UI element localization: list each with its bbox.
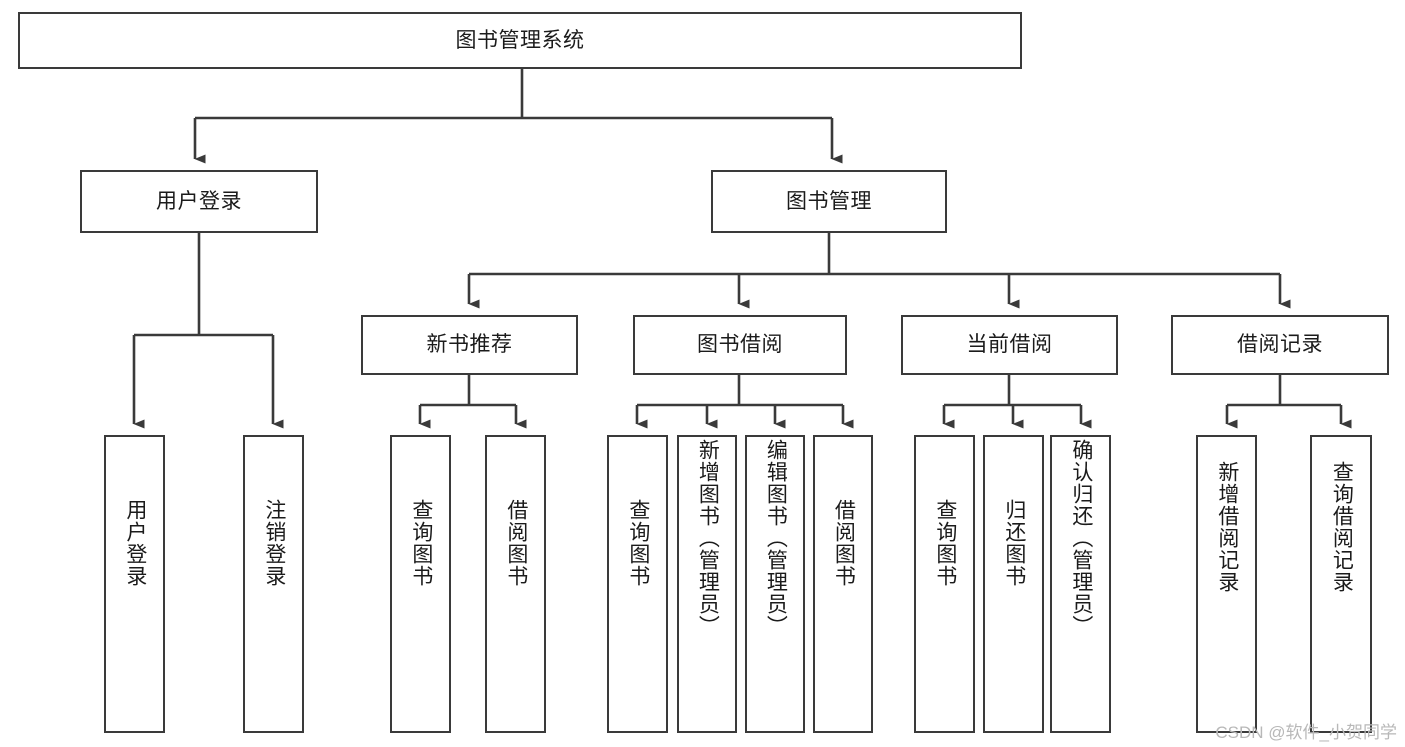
node-label: 新增借阅记录 [1215,461,1239,593]
node-label: 图书管理系统 [455,28,585,52]
leaf-current-borrow-2[interactable]: 归还图书 [983,435,1044,733]
node-label: 图书借阅 [697,333,783,357]
leaf-current-borrow-3[interactable]: 确认归还（管理员） [1050,435,1111,733]
node-label: 新书推荐 [426,333,513,357]
leaf-new-book-recommend-2[interactable]: 借阅图书 [485,435,546,733]
node-label: 查询借阅记录 [1330,461,1354,593]
leaf-book-borrow-1[interactable]: 查询图书 [607,435,668,733]
node-label: 编辑图书（管理员） [764,439,788,637]
leaf-book-borrow-2[interactable]: 新增图书（管理员） [677,435,737,733]
node-book-borrow[interactable]: 图书借阅 [633,315,847,375]
node-label: 图书管理 [786,189,872,213]
leaf-user-login-2[interactable]: 注销登录 [243,435,304,733]
leaf-book-borrow-3[interactable]: 编辑图书（管理员） [745,435,805,733]
node-label: 查询图书 [933,499,957,587]
node-label: 当前借阅 [966,333,1053,357]
connectors [132,68,1352,429]
node-label: 用户登录 [156,189,242,213]
leaf-borrow-record-2[interactable]: 查询借阅记录 [1310,435,1372,733]
node-root-book-management-system[interactable]: 图书管理系统 [18,12,1022,69]
leaf-user-login-1[interactable]: 用户登录 [104,435,165,733]
leaf-new-book-recommend-1[interactable]: 查询图书 [390,435,451,733]
node-book-management[interactable]: 图书管理 [711,170,947,233]
leaf-book-borrow-4[interactable]: 借阅图书 [813,435,873,733]
leaf-borrow-record-1[interactable]: 新增借阅记录 [1196,435,1257,733]
node-label: 新增图书（管理员） [696,439,720,637]
node-label: 借阅记录 [1237,333,1323,357]
node-label: 借阅图书 [832,499,856,587]
node-label: 注销登录 [262,499,286,587]
node-label: 借阅图书 [504,499,528,587]
node-label: 归还图书 [1002,499,1026,587]
node-current-borrow[interactable]: 当前借阅 [901,315,1118,375]
node-label: 查询图书 [626,499,650,587]
node-user-login[interactable]: 用户登录 [80,170,318,233]
node-label: 查询图书 [409,499,433,587]
node-new-book-recommend[interactable]: 新书推荐 [361,315,578,375]
node-borrow-record[interactable]: 借阅记录 [1171,315,1389,375]
leaf-current-borrow-1[interactable]: 查询图书 [914,435,975,733]
node-label: 用户登录 [123,499,147,587]
node-label: 确认归还（管理员） [1069,439,1093,637]
